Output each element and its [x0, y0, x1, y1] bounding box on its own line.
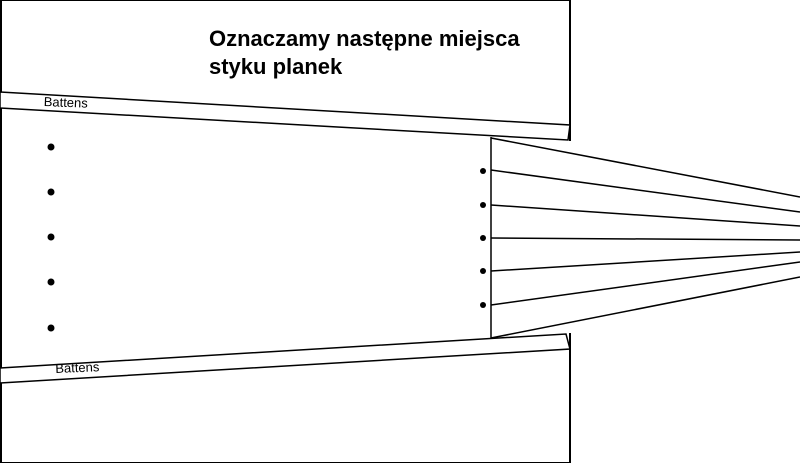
marking-dot — [47, 143, 55, 151]
marking-dot — [47, 188, 55, 196]
fan-line — [490, 251, 800, 272]
marking-dot — [480, 235, 486, 241]
top-batten — [0, 91, 571, 141]
fan-line — [490, 276, 800, 339]
left-marking-dots — [47, 143, 55, 332]
diagram-title-line-2: styku planek — [209, 54, 343, 79]
bottom-batten-label: Battens — [54, 359, 100, 376]
marking-dot — [47, 233, 55, 241]
marking-dot — [480, 168, 486, 174]
marking-dot — [480, 268, 486, 274]
top-batten-label: Battens — [43, 94, 89, 111]
marking-dot — [47, 324, 55, 332]
fan-line — [490, 261, 800, 306]
fan-line — [490, 204, 800, 227]
marking-dot — [480, 202, 486, 208]
fan-line — [490, 237, 800, 241]
diagram-title-line-1: Oznaczamy następne miejsca — [209, 26, 520, 51]
fan-gap-mask — [567, 141, 573, 333]
marking-dot — [47, 278, 55, 286]
seam-marking-dots — [480, 168, 486, 308]
bottom-batten — [0, 333, 571, 384]
marking-dot — [480, 302, 486, 308]
fan-line — [490, 137, 800, 198]
plank-fan — [490, 137, 800, 339]
fan-line — [490, 169, 800, 213]
